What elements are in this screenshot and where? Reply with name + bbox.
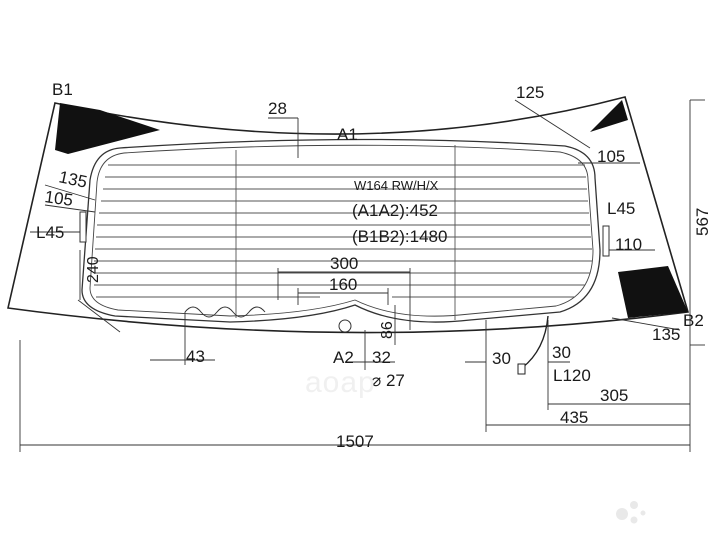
black-band-top-right [590, 100, 628, 132]
a1a2-distance: (A1A2):452 [352, 201, 438, 220]
dim-105-left: 105 [43, 187, 74, 210]
connector-lead [521, 315, 549, 369]
heated-area-inner-outline [89, 144, 594, 317]
heating-grid [94, 145, 592, 320]
bracket-right [602, 225, 610, 257]
dimension-lines [19, 99, 705, 452]
black-band-bottom-right [618, 266, 688, 318]
dim-567: 567 [693, 208, 712, 236]
b1b2-distance: (B1B2):1480 [352, 227, 447, 246]
black-band-top-left [55, 103, 160, 154]
dim-135-left: 135 [57, 167, 89, 191]
point-a1: A1 [337, 125, 358, 144]
dim-30-b: 30 [552, 343, 571, 362]
dim-l45-right: L45 [607, 199, 635, 218]
dim-30-a: 30 [492, 349, 511, 368]
dim-86: 86 [379, 321, 396, 339]
dim-28: 28 [268, 99, 287, 118]
dim-27: ⌀ 27 [371, 371, 405, 390]
dim-105-right: 105 [597, 147, 625, 166]
dim-32: 32 [372, 348, 391, 367]
heated-area-outline [81, 138, 601, 323]
dim-305: 305 [600, 386, 628, 405]
dim-135-right: 135 [652, 325, 680, 344]
antenna-wave [184, 306, 266, 318]
avito-watermark: Avito [652, 503, 716, 528]
dim-160: 160 [329, 275, 357, 294]
dim-1507: 1507 [336, 432, 374, 451]
avito-logo-icon [616, 501, 646, 524]
dim-l120: L120 [553, 366, 591, 385]
dim-43: 43 [186, 347, 205, 366]
dim-435: 435 [560, 408, 588, 427]
dim-110: 110 [615, 235, 642, 254]
bracket-left [79, 211, 87, 243]
model-code: W164 RW/H/X [354, 178, 439, 193]
point-b2: B2 [683, 311, 704, 330]
dim-125: 125 [516, 83, 544, 102]
washer-hole [338, 319, 352, 333]
dim-l45-left: L45 [36, 223, 64, 242]
brand-watermark: аоар [305, 366, 376, 399]
dim-300: 300 [330, 254, 358, 273]
point-a2: A2 [333, 348, 354, 367]
connector-plug [517, 363, 526, 375]
dim-240: 240 [85, 256, 102, 283]
point-b1: B1 [52, 80, 73, 99]
